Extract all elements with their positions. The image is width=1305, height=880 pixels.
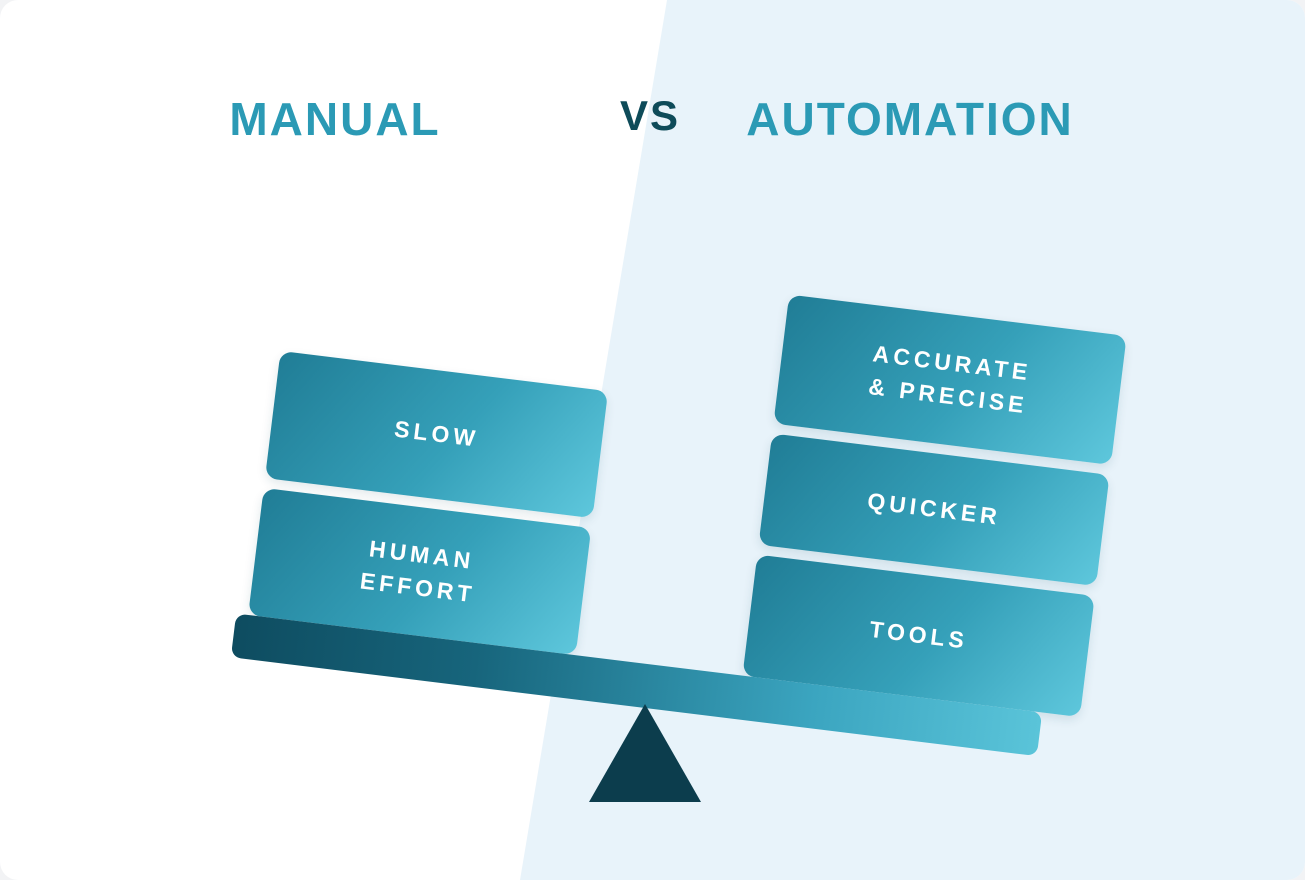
heading-automation: AUTOMATION — [746, 93, 1074, 145]
heading-manual: MANUAL — [229, 93, 441, 145]
manual-block-slow: SLOW — [264, 350, 609, 519]
manual-block-human-effort-label: HUMAN EFFORT — [358, 534, 477, 608]
heading-vs: VS — [619, 92, 681, 139]
manual-block-slow-label: SLOW — [392, 415, 481, 452]
automation-block-accurate-precise-label: ACCURATE & PRECISE — [867, 339, 1033, 419]
automation-block-stack: ACCURATE & PRECISE QUICKER TOOLS — [742, 294, 1127, 718]
manual-block-stack: SLOW HUMAN EFFORT — [248, 350, 609, 656]
automation-block-quicker-label: QUICKER — [866, 488, 1003, 531]
automation-block-tools-label: TOOLS — [868, 616, 970, 655]
